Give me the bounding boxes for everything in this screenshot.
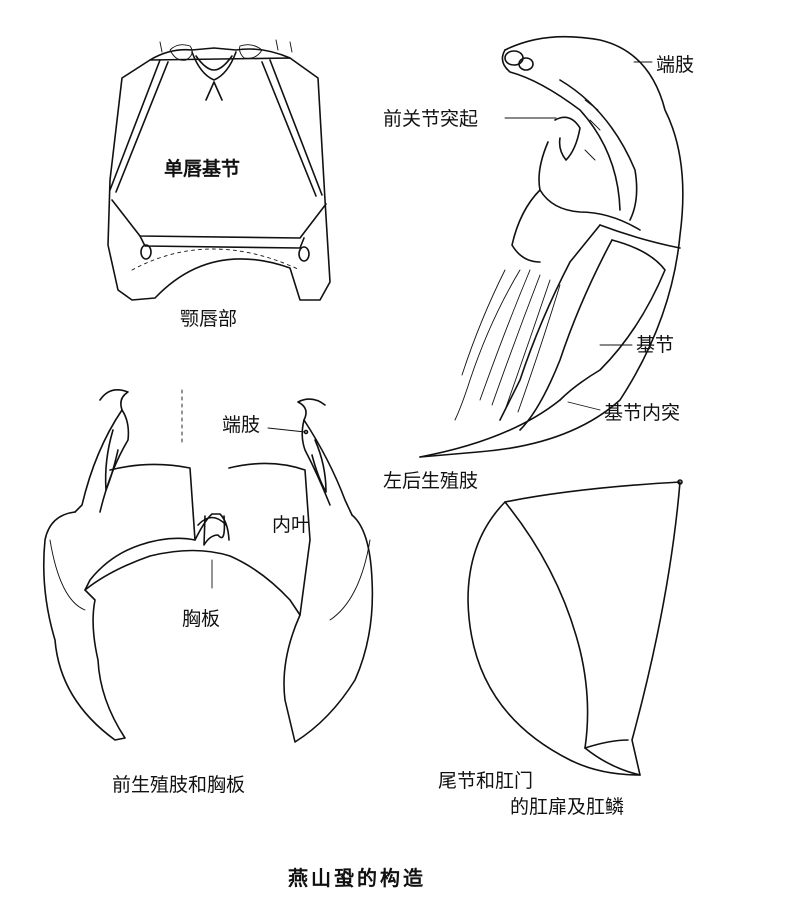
figure-caption: 燕山蛩的构造	[288, 866, 426, 890]
label-basal-inner-process: 基节内突	[604, 402, 681, 424]
anterior-gonopods-drawing	[42, 389, 374, 743]
label-anterior-gonopods-sternite: 前生殖肢和胸板	[112, 774, 246, 796]
label-sternite: 胸板	[182, 608, 221, 630]
label-labium-basal: 单唇基节	[164, 158, 241, 180]
label-inner-lobe: 内叶	[272, 514, 311, 536]
gnathochilarium-drawing	[107, 39, 331, 301]
label-left-posterior-gonopod: 左后生殖肢	[383, 470, 479, 492]
label-labium: 颚唇部	[180, 308, 238, 330]
label-telson-line2: 的肛扉及肛鳞	[510, 796, 625, 818]
posterior-gonopod-drawing	[419, 35, 684, 458]
label-basal-segment: 基节	[636, 334, 675, 356]
label-anterior-articular-process: 前关节突起	[383, 108, 479, 130]
label-apical-segment-top: 端肢	[656, 54, 695, 76]
telson-drawing	[467, 479, 683, 776]
label-telson-line1: 尾节和肛门	[438, 770, 534, 792]
label-apical-segment-mid: 端肢	[222, 414, 261, 436]
